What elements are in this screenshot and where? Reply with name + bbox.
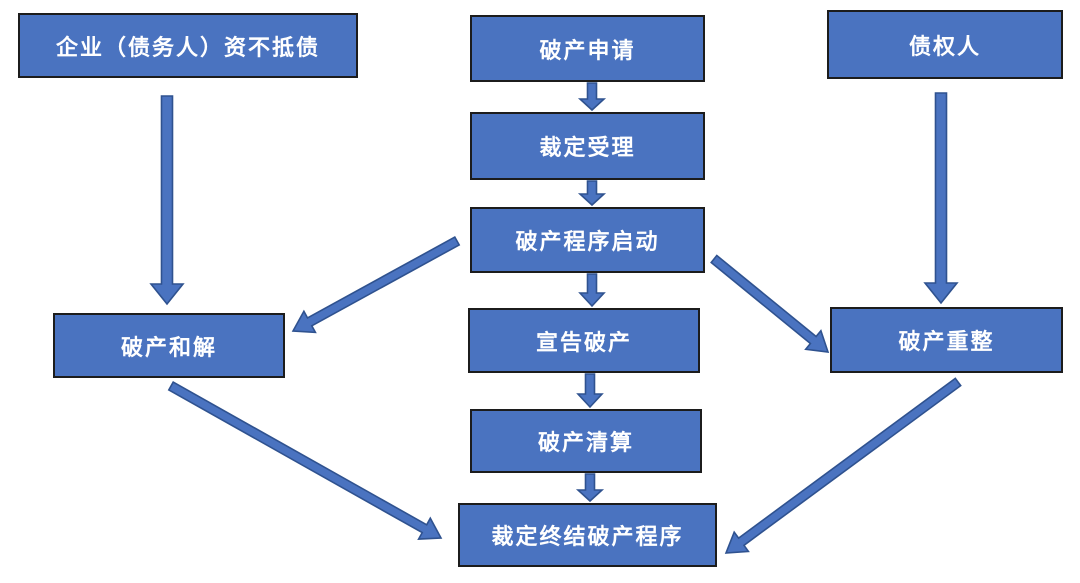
- node-reconciliation: 破产和解: [53, 313, 285, 378]
- node-ruling-acceptance: 裁定受理: [470, 112, 705, 180]
- node-label-debtor-insolvent: 企业（债务人）资不抵债: [55, 34, 320, 60]
- node-bankruptcy-application: 破产申请: [470, 15, 705, 82]
- arrow-reconciliation-to-ruling-termination: [167, 381, 443, 540]
- arrow-creditor-to-reorganization: [923, 92, 959, 305]
- node-ruling-termination: 裁定终结破产程序: [458, 503, 717, 567]
- node-label-ruling-acceptance: 裁定受理: [539, 135, 636, 160]
- node-liquidation: 破产清算: [470, 409, 702, 473]
- node-label-declare-bankruptcy: 宣告破产: [535, 329, 632, 355]
- arrow-ruling-acceptance-to-procedure-start: [577, 180, 607, 207]
- arrow-debtor-insolvent-to-reconciliation: [149, 95, 185, 306]
- arrow-declare-bankruptcy-to-liquidation: [576, 373, 604, 409]
- node-label-reorganization: 破产重整: [898, 329, 995, 354]
- node-debtor-insolvent: 企业（债务人）资不抵债: [18, 13, 358, 78]
- arrow-procedure-start-to-reorganization: [710, 254, 830, 353]
- node-creditor: 债权人: [827, 10, 1063, 79]
- node-label-procedure-start: 破产程序启动: [515, 229, 660, 254]
- node-label-liquidation: 破产清算: [537, 430, 634, 455]
- node-declare-bankruptcy: 宣告破产: [468, 308, 700, 373]
- arrow-reorganization-to-ruling-termination: [724, 377, 962, 554]
- node-label-ruling-termination: 裁定终结破产程序: [491, 524, 684, 549]
- node-label-reconciliation: 破产和解: [120, 334, 217, 360]
- node-procedure-start: 破产程序启动: [470, 207, 705, 273]
- arrow-procedure-start-to-reconciliation: [291, 236, 461, 334]
- arrow-procedure-start-to-declare-bankruptcy: [578, 273, 606, 308]
- node-reorganization: 破产重整: [830, 307, 1063, 373]
- arrow-bankruptcy-application-to-ruling-acceptance: [577, 82, 607, 112]
- node-label-creditor: 债权人: [908, 33, 981, 59]
- arrow-liquidation-to-ruling-termination: [575, 473, 605, 503]
- node-label-bankruptcy-application: 破产申请: [539, 37, 636, 63]
